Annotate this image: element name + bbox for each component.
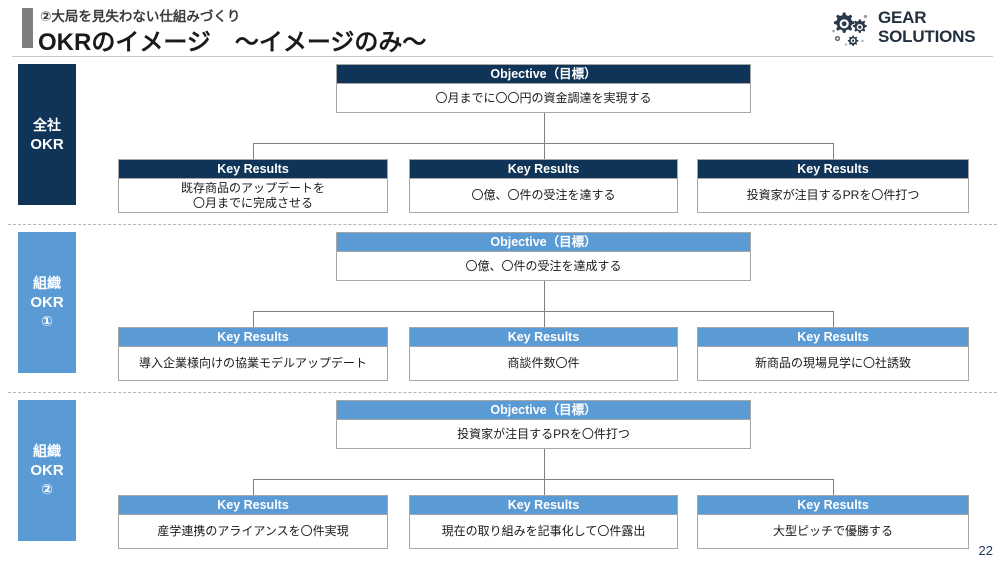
key-result-header: Key Results	[697, 159, 969, 178]
connector-drop-3	[833, 143, 834, 159]
page-title: OKRのイメージ 〜イメージのみ〜	[38, 29, 427, 56]
level-label-ja: 組織	[33, 443, 61, 459]
header-accent-bar	[22, 8, 33, 48]
key-result-header: Key Results	[697, 327, 969, 346]
section-divider	[8, 392, 997, 393]
key-result-text: 〇億、〇件の受注を達する	[409, 178, 678, 213]
slide-header: ②大局を見失わない仕組みづくり OKRのイメージ 〜イメージのみ〜	[0, 0, 1005, 57]
key-result-header: Key Results	[118, 495, 388, 514]
objective-card-org1[interactable]: Objective（目標）〇億、〇件の受注を達成する	[336, 232, 753, 283]
connector-bus	[253, 143, 833, 144]
key-result-text: 現在の取り組みを記事化して〇件露出	[409, 514, 678, 549]
level-label-ja: 全社	[33, 116, 61, 133]
key-result-text: 大型ピッチで優勝する	[697, 514, 969, 549]
connector-drop-3	[833, 311, 834, 327]
level-label-org2: 組織 OKR ②	[18, 400, 76, 541]
objective-text: 〇月までに〇〇円の資金調達を実現する	[336, 83, 751, 113]
objective-text: 投資家が注目するPRを〇件打つ	[336, 419, 751, 449]
logo-line-1: GEAR	[878, 8, 927, 27]
key-result-header: Key Results	[409, 495, 678, 514]
key-result-header: Key Results	[409, 327, 678, 346]
objective-header: Objective（目標）	[336, 64, 751, 83]
brand-logo: GEAR SOLUTIONS	[828, 6, 998, 50]
key-result-text: 商談件数〇件	[409, 346, 678, 381]
key-result-text: 導入企業様向けの協業モデルアップデート	[118, 346, 388, 381]
key-result-text: 既存商品のアップデートを 〇月までに完成させる	[118, 178, 388, 213]
connector-drop-1	[253, 143, 254, 159]
level-label-company: 全社 OKR	[18, 64, 76, 205]
connector-drop-2	[544, 479, 545, 495]
connector-objective-stem	[544, 281, 545, 311]
level-label-org1: 組織 OKR ①	[18, 232, 76, 373]
level-label-en: OKR	[30, 135, 64, 153]
connector-drop-3	[833, 479, 834, 495]
level-label-ja: 組織	[33, 275, 61, 291]
level-label-en: OKR	[30, 462, 64, 479]
objective-text: 〇億、〇件の受注を達成する	[336, 251, 751, 281]
connector-objective-stem	[544, 113, 545, 143]
objective-header: Objective（目標）	[336, 400, 751, 419]
connector-drop-2	[544, 143, 545, 159]
key-result-header: Key Results	[409, 159, 678, 178]
key-result-text: 産学連携のアライアンスを〇件実現	[118, 514, 388, 549]
slide-subtitle: ②大局を見失わない仕組みづくり	[40, 9, 241, 24]
key-result-text: 投資家が注目するPRを〇件打つ	[697, 178, 969, 213]
objective-card-org2[interactable]: Objective（目標）投資家が注目するPRを〇件打つ	[336, 400, 753, 451]
connector-bus	[253, 311, 833, 312]
connector-drop-1	[253, 311, 254, 327]
key-result-header: Key Results	[118, 159, 388, 178]
section-divider	[8, 224, 997, 225]
connector-drop-2	[544, 311, 545, 327]
level-label-index: ①	[41, 313, 53, 329]
key-result-text: 新商品の現場見学に〇社誘致	[697, 346, 969, 381]
header-divider	[12, 56, 993, 57]
objective-card-company[interactable]: Objective（目標）〇月までに〇〇円の資金調達を実現する	[336, 64, 753, 115]
connector-bus	[253, 479, 833, 480]
key-result-header: Key Results	[697, 495, 969, 514]
connector-objective-stem	[544, 449, 545, 479]
level-label-index: ②	[41, 481, 53, 497]
connector-drop-1	[253, 479, 254, 495]
objective-header: Objective（目標）	[336, 232, 751, 251]
key-result-header: Key Results	[118, 327, 388, 346]
logo-line-2: SOLUTIONS	[878, 27, 976, 46]
level-label-en: OKR	[30, 294, 64, 311]
logo-wordmark: GEAR SOLUTIONS	[878, 8, 976, 46]
gears-icon	[828, 7, 872, 49]
page-number: 22	[978, 543, 993, 558]
